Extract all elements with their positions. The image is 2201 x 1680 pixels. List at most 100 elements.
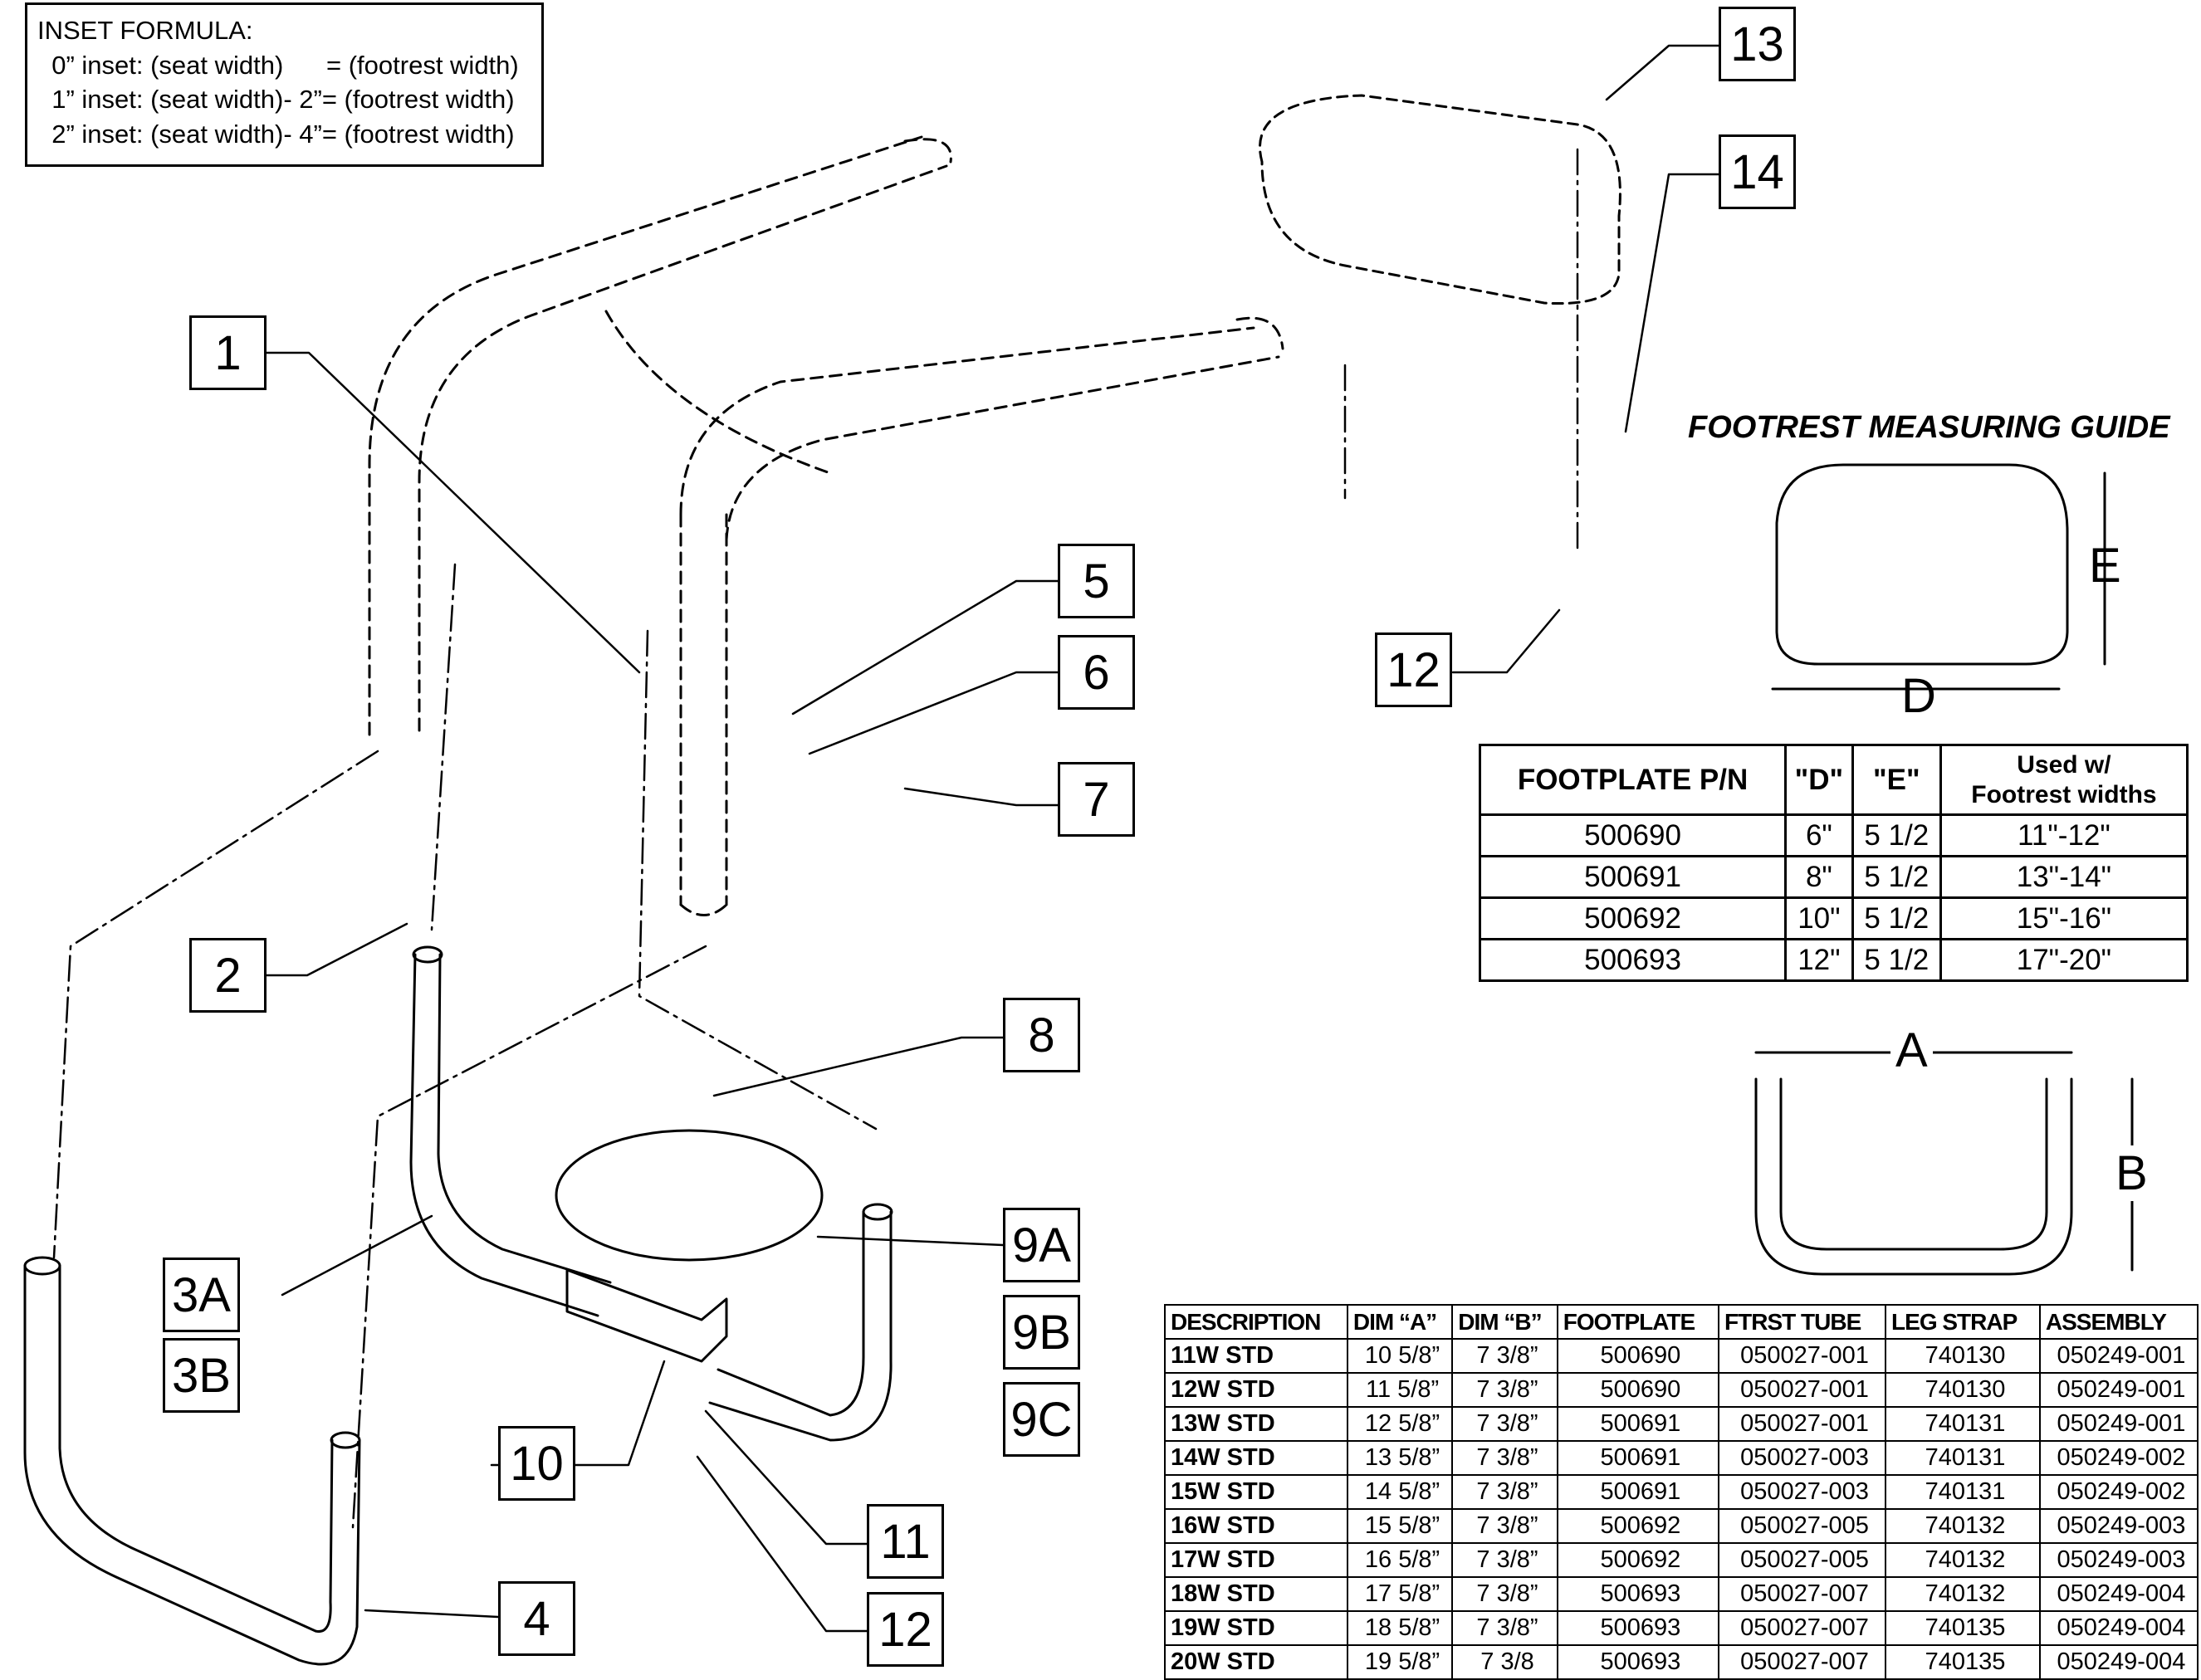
- parts-table-header: DESCRIPTION: [1164, 1304, 1348, 1340]
- table-cell: 7 3/8”: [1451, 1508, 1558, 1544]
- table-cell: 11 5/8”: [1346, 1372, 1454, 1408]
- table-cell: 050027-001: [1718, 1372, 1887, 1408]
- table-cell: 740131: [1885, 1440, 2041, 1476]
- dim-e-label: E: [2089, 539, 2121, 593]
- table-cell: 500691: [1478, 855, 1788, 899]
- footplate-table-header: "E": [1851, 744, 1942, 816]
- table-cell: 6": [1784, 813, 1854, 857]
- parts-table-header: DIM “B”: [1451, 1304, 1558, 1340]
- table-cell: 050027-003: [1718, 1440, 1887, 1476]
- table-cell: 050027-001: [1718, 1338, 1887, 1374]
- table-cell: 050249-001: [2038, 1338, 2199, 1374]
- table-cell: 500693: [1556, 1644, 1720, 1680]
- callout-1: 1: [189, 315, 267, 390]
- table-cell: 7 3/8”: [1451, 1338, 1558, 1374]
- table-cell: 19 5/8”: [1346, 1644, 1454, 1680]
- table-cell: 14W STD: [1164, 1440, 1348, 1476]
- callout-9b: 9B: [1003, 1295, 1080, 1370]
- table-cell: 14 5/8”: [1346, 1474, 1454, 1510]
- table-cell: 740131: [1885, 1406, 2041, 1442]
- table-cell: 740130: [1885, 1338, 2041, 1374]
- callout-9a: 9A: [1003, 1208, 1080, 1282]
- table-cell: 050027-003: [1718, 1474, 1887, 1510]
- callout-2: 2: [189, 938, 267, 1013]
- table-cell: 050249-001: [2038, 1406, 2199, 1442]
- callout-13: 13: [1719, 7, 1796, 81]
- callout-7: 7: [1058, 762, 1135, 837]
- table-cell: 500692: [1556, 1542, 1720, 1578]
- table-cell: 11"-12": [1939, 813, 2189, 857]
- table-cell: 740132: [1885, 1542, 2041, 1578]
- table-cell: 7 3/8”: [1451, 1576, 1558, 1612]
- table-cell: 050249-003: [2038, 1542, 2199, 1578]
- callout-4: 4: [498, 1581, 575, 1656]
- callout-8: 8: [1003, 998, 1080, 1072]
- callout-6: 6: [1058, 635, 1135, 710]
- table-row: 500692 10" 5 1/2 15"-16": [1478, 896, 2189, 940]
- parts-table-header: FTRST TUBE: [1718, 1304, 1887, 1340]
- table-cell: 500691: [1556, 1406, 1720, 1442]
- table-cell: 7 3/8”: [1451, 1610, 1558, 1646]
- footrest-outline: [1754, 1077, 2073, 1276]
- table-cell: 13W STD: [1164, 1406, 1348, 1442]
- footplate-shape: [555, 1129, 824, 1262]
- table-cell: 19W STD: [1164, 1610, 1348, 1646]
- parts-table-header: LEG STRAP: [1885, 1304, 2041, 1340]
- leader-lines: [265, 44, 1720, 1633]
- dim-d-label: D: [1901, 669, 1936, 723]
- callout-12: 12: [867, 1592, 944, 1667]
- callout-10: 10: [498, 1426, 575, 1501]
- footplate-top-dashed: [1259, 94, 1621, 305]
- header-line: Footrest widths: [1971, 780, 2157, 808]
- table-cell: 15"-16": [1939, 896, 2189, 940]
- table-cell: 12": [1784, 938, 1854, 982]
- table-cell: 050249-001: [2038, 1372, 2199, 1408]
- inset-formula-line: 0” inset: (seat width) = (footrest width…: [37, 50, 519, 80]
- table-cell: 500690: [1556, 1338, 1720, 1374]
- table-row: 500691 8" 5 1/2 13"-14": [1478, 855, 2189, 899]
- parts-table: DESCRIPTION DIM “A” DIM “B” FOOTPLATE FT…: [1164, 1304, 2199, 1680]
- table-cell: 050249-002: [2038, 1474, 2199, 1510]
- callout-11: 11: [867, 1504, 944, 1579]
- table-cell: 500691: [1556, 1474, 1720, 1510]
- table-cell: 740132: [1885, 1508, 2041, 1544]
- table-cell: 7 3/8”: [1451, 1474, 1558, 1510]
- parts-table-header: ASSEMBLY: [2038, 1304, 2199, 1340]
- table-cell: 17"-20": [1939, 938, 2189, 982]
- table-cell: 15 5/8”: [1346, 1508, 1454, 1544]
- footplate-table-header: Used w/ Footrest widths: [1939, 744, 2189, 816]
- table-cell: 740131: [1885, 1474, 2041, 1510]
- table-cell: 7 3/8”: [1451, 1440, 1558, 1476]
- table-cell: 10 5/8”: [1346, 1338, 1454, 1374]
- table-cell: 12 5/8”: [1346, 1406, 1454, 1442]
- table-cell: 7 3/8”: [1451, 1372, 1558, 1408]
- table-cell: 17W STD: [1164, 1542, 1348, 1578]
- table-cell: 8": [1784, 855, 1854, 899]
- footplate-table-header: FOOTPLATE P/N: [1478, 744, 1788, 816]
- table-cell: 500692: [1556, 1508, 1720, 1544]
- inset-formula-box: INSET FORMULA: 0” inset: (seat width) = …: [25, 2, 544, 167]
- callout-5: 5: [1058, 544, 1135, 618]
- table-cell: 050027-001: [1718, 1406, 1887, 1442]
- footrest-tubes: [23, 945, 893, 1666]
- table-cell: 18 5/8”: [1346, 1610, 1454, 1646]
- table-cell: 7 3/8: [1451, 1644, 1558, 1680]
- table-cell: 12W STD: [1164, 1372, 1348, 1408]
- table-cell: 500693: [1556, 1610, 1720, 1646]
- table-cell: 10": [1784, 896, 1854, 940]
- table-cell: 500691: [1556, 1440, 1720, 1476]
- inset-formula-line: 2” inset: (seat width)- 4”= (footrest wi…: [37, 119, 515, 149]
- callout-14: 14: [1719, 134, 1796, 209]
- table-cell: 7 3/8”: [1451, 1406, 1558, 1442]
- table-cell: 740132: [1885, 1576, 2041, 1612]
- table-cell: 050027-007: [1718, 1610, 1887, 1646]
- inset-formula-line: 1” inset: (seat width)- 2”= (footrest wi…: [37, 85, 515, 114]
- table-cell: 500690: [1478, 813, 1788, 857]
